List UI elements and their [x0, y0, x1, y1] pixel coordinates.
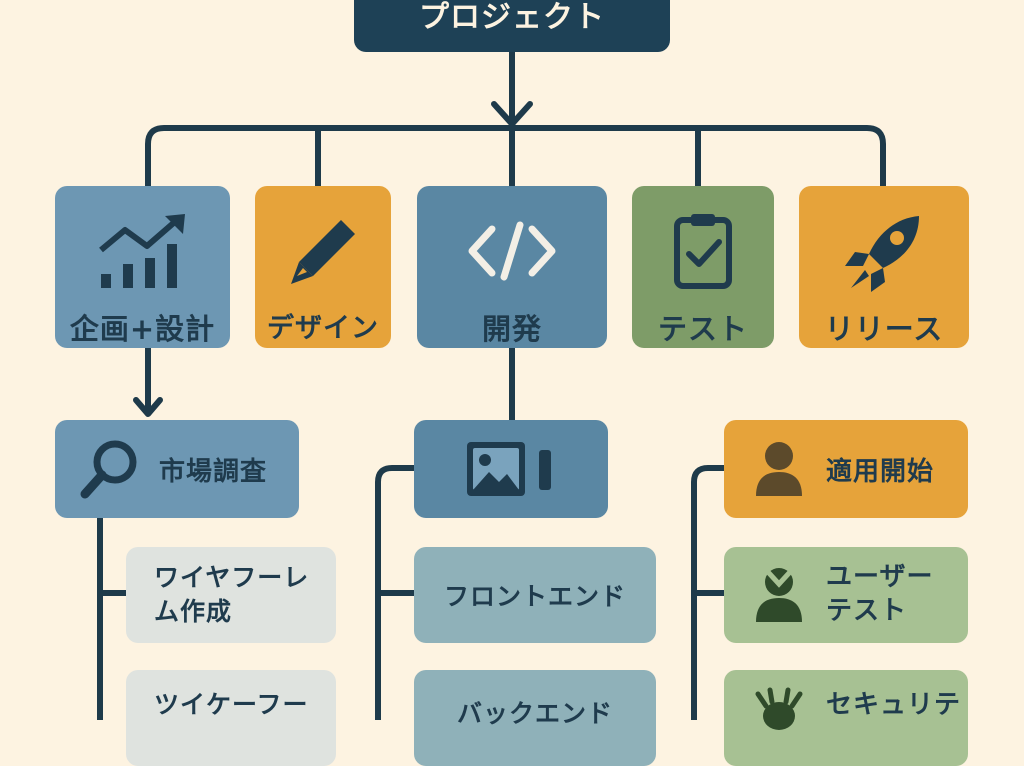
- task-market-research: 市場調査: [55, 420, 299, 518]
- task-launch-label: 適用開始: [826, 456, 935, 487]
- category-development-label: 開発: [481, 312, 542, 346]
- task-dev-media: [414, 420, 608, 518]
- task-planning-third: ツイケーフー: [126, 670, 336, 766]
- task-wireframe: ワイヤフーレ ム作成: [126, 547, 336, 643]
- root-node-project: プロジェクト: [354, 0, 670, 52]
- task-user-test: ユーザー テスト: [724, 547, 968, 643]
- task-user-test-label: ユーザー テスト: [826, 562, 934, 626]
- user-icon: [756, 442, 802, 496]
- task-backend: バックエンド: [414, 670, 656, 766]
- task-market-research-label: 市場調査: [159, 456, 268, 487]
- code-brackets-icon: [462, 204, 562, 300]
- task-security-label: セキュリテ: [826, 690, 962, 720]
- org-chart: プロジェクト 企画+設計 デザイン: [55, 0, 969, 766]
- task-frontend: フロントエンド: [414, 547, 656, 643]
- magnifier-icon: [80, 440, 137, 499]
- pencil-icon: [273, 204, 373, 300]
- category-test: テスト: [632, 186, 774, 348]
- category-development: 開発: [417, 186, 607, 348]
- connector-lines: [97, 49, 886, 720]
- task-frontend-label: フロントエンド: [443, 582, 626, 611]
- task-security: セキュリテ: [724, 670, 968, 766]
- task-launch: 適用開始: [724, 420, 968, 518]
- category-release-label: リリース: [824, 312, 944, 346]
- rocket-icon: [834, 204, 934, 300]
- task-wireframe-label: ワイヤフーレ ム作成: [154, 563, 310, 626]
- category-test-label: テスト: [657, 312, 748, 346]
- task-planning-third-label: ツイケーフー: [154, 690, 309, 719]
- task-backend-label: バックエンド: [456, 699, 613, 728]
- category-planning-label: 企画+設計: [69, 312, 216, 346]
- category-planning: 企画+設計: [55, 186, 230, 348]
- image-frame-icon: [467, 442, 551, 496]
- root-label: プロジェクト: [419, 0, 605, 35]
- user-support-icon: [756, 568, 802, 622]
- category-release: リリース: [799, 186, 969, 348]
- bug-icon: [755, 687, 803, 730]
- line-chart-bar-icon: [93, 204, 193, 300]
- clipboard-check-icon: [653, 204, 753, 300]
- category-design-label: デザイン: [267, 313, 379, 344]
- category-design: デザイン: [255, 186, 391, 348]
